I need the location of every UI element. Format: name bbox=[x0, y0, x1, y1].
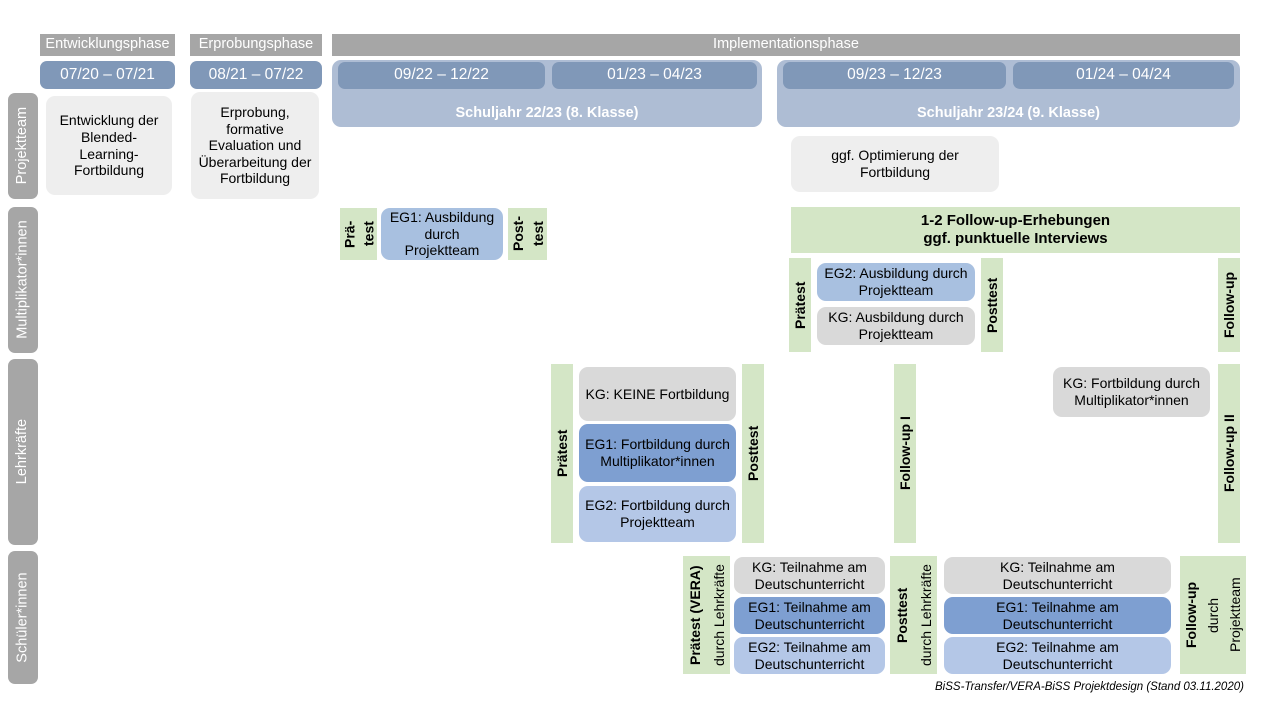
period-chip-3: 09/22 – 12/22 bbox=[338, 62, 545, 89]
card-text: EG2: Fortbildung durch Projektteam bbox=[585, 497, 730, 530]
band-followup-2-lehrkraefte: Follow-up II bbox=[1218, 364, 1240, 543]
card-text: EG2: Teilnahme am Deutschunterricht bbox=[996, 638, 1119, 672]
card-kg-teilnahme-deutschunterricht-1: KG: Teilnahme am Deutschunterricht bbox=[734, 557, 885, 594]
card-eg1-fortbildung-multiplikatoren: EG1: Fortbildung durch Multiplikator*inn… bbox=[579, 424, 736, 482]
period-label: 01/23 – 04/23 bbox=[607, 66, 702, 84]
school-year-group-2223: 09/22 – 12/22 01/23 – 04/23 Schuljahr 22… bbox=[332, 60, 762, 127]
phase-bar-erprobungsphase: Erprobungsphase bbox=[190, 34, 322, 56]
band-posttest-schueler: Posttest durch Lehrkräfte bbox=[890, 556, 937, 674]
band-label-line2: test bbox=[529, 221, 546, 247]
phase-label: Erprobungsphase bbox=[198, 36, 314, 53]
card-kg-fortbildung-multiplikatoren: KG: Fortbildung durch Multiplikator*inne… bbox=[1053, 367, 1210, 417]
sidebar-role-label: Lehrkräfte bbox=[14, 419, 31, 485]
sidebar-role-multiplikatorinnen: Multiplikator*innen bbox=[8, 207, 38, 353]
phase-bar-implementationsphase: Implementationsphase bbox=[332, 34, 1240, 56]
card-text: EG1: Ausbildung durch Projektteam bbox=[389, 209, 495, 259]
sidebar-role-schuelerinnen: Schüler*innen bbox=[8, 551, 38, 684]
period-chip-2: 08/21 – 07/22 bbox=[190, 61, 322, 89]
card-eg1-teilnahme-deutschunterricht-1: EG1: Teilnahme am Deutschunterricht bbox=[734, 597, 885, 634]
band-label-sub2: Projektteam bbox=[1227, 577, 1243, 653]
card-eg1-ausbildung-projektteam: EG1: Ausbildung durch Projektteam bbox=[381, 208, 503, 260]
band-label-main: Follow-up bbox=[1183, 581, 1199, 649]
card-text: EG1: Teilnahme am Deutschunterricht bbox=[748, 598, 871, 632]
card-eg2-teilnahme-deutschunterricht-2: EG2: Teilnahme am Deutschunterricht bbox=[944, 637, 1171, 674]
period-chip-4: 01/23 – 04/23 bbox=[552, 62, 757, 89]
sidebar-role-lehrkraefte: Lehrkräfte bbox=[8, 359, 38, 545]
card-erprobung-evaluation: Erprobung, formative Evaluation und Über… bbox=[191, 92, 319, 199]
band-label-line2: test bbox=[359, 221, 376, 247]
card-ggf-optimierung: ggf. Optimierung der Fortbildung bbox=[791, 136, 999, 192]
card-eg1-teilnahme-deutschunterricht-2: EG1: Teilnahme am Deutschunterricht bbox=[944, 597, 1171, 634]
period-label: 07/20 – 07/21 bbox=[60, 65, 155, 83]
card-text: KG: Ausbildung durch Projektteam bbox=[828, 309, 964, 342]
period-chip-5: 09/23 – 12/23 bbox=[783, 62, 1006, 89]
card-text: KG: Teilnahme am Deutschunterricht bbox=[752, 558, 867, 592]
school-year-label: Schuljahr 22/23 (8. Klasse) bbox=[455, 105, 639, 121]
school-year-label: Schuljahr 23/24 (9. Klasse) bbox=[917, 105, 1100, 121]
card-text: Erprobung, formative Evaluation und Über… bbox=[198, 104, 312, 187]
card-text: KG: Teilnahme am Deutschunterricht bbox=[1000, 558, 1115, 592]
card-eg2-ausbildung-projektteam: EG2: Ausbildung durch Projektteam bbox=[817, 263, 975, 301]
card-text: ggf. Optimierung der Fortbildung bbox=[831, 147, 959, 180]
period-label: 09/23 – 12/23 bbox=[847, 66, 942, 84]
sidebar-role-label: Multiplikator*innen bbox=[14, 220, 31, 340]
band-followup-multiplikator: Follow-up bbox=[1218, 258, 1240, 352]
card-text: EG2: Teilnahme am Deutschunterricht bbox=[748, 638, 871, 672]
phase-bar-entwicklungsphase: Entwicklungsphase bbox=[40, 34, 175, 56]
card-eg2-teilnahme-deutschunterricht-1: EG2: Teilnahme am Deutschunterricht bbox=[734, 637, 885, 674]
period-label: 08/21 – 07/22 bbox=[208, 65, 304, 83]
band-label-line1: Post- bbox=[509, 216, 526, 252]
band-praetest-multiplikator-left: Prä- test bbox=[340, 208, 377, 260]
banner-line1: 1-2 Follow-up-Erhebungen bbox=[920, 212, 1111, 230]
phase-label: Entwicklungsphase bbox=[45, 36, 170, 53]
banner-line2: ggf. punktuelle Interviews bbox=[923, 230, 1108, 247]
period-label: 01/24 – 04/24 bbox=[1076, 66, 1171, 84]
card-text: KG: Fortbildung durch Multiplikator*inne… bbox=[1063, 375, 1200, 408]
sidebar-role-label: Projektteam bbox=[14, 107, 31, 185]
sidebar-role-projektteam: Projektteam bbox=[8, 93, 38, 199]
sidebar-role-label: Schüler*innen bbox=[14, 572, 31, 663]
band-posttest-lehrkraefte: Posttest bbox=[742, 364, 764, 543]
band-label-line1: Prä- bbox=[341, 220, 358, 248]
card-text: EG1: Fortbildung durch Multiplikator*inn… bbox=[585, 436, 730, 469]
band-label-sub: durch Lehrkräfte bbox=[917, 564, 934, 666]
card-text: KG: KEINE Fortbildung bbox=[585, 385, 730, 402]
card-kg-keine-fortbildung: KG: KEINE Fortbildung bbox=[579, 367, 736, 421]
band-label-sub: durch Lehrkräfte bbox=[710, 564, 727, 666]
card-kg-teilnahme-deutschunterricht-2: KG: Teilnahme am Deutschunterricht bbox=[944, 557, 1171, 594]
period-chip-6: 01/24 – 04/24 bbox=[1013, 62, 1234, 89]
band-praetest-vera-schueler: Prätest (VERA) durch Lehrkräfte bbox=[683, 556, 730, 674]
footer-credit: BiSS-Transfer/VERA-BiSS Projektdesign (S… bbox=[935, 681, 1244, 693]
card-kg-ausbildung-projektteam: KG: Ausbildung durch Projektteam bbox=[817, 307, 975, 345]
band-posttest-multiplikator: Posttest bbox=[981, 258, 1003, 352]
band-praetest-multiplikator: Prätest bbox=[789, 258, 811, 352]
school-year-group-2324: 09/23 – 12/23 01/24 – 04/24 Schuljahr 23… bbox=[777, 60, 1240, 127]
phase-label: Implementationsphase bbox=[713, 36, 859, 53]
card-text: EG2: Ausbildung durch Projektteam bbox=[824, 265, 968, 298]
period-chip-1: 07/20 – 07/21 bbox=[40, 61, 175, 89]
card-text: EG1: Teilnahme am Deutschunterricht bbox=[996, 598, 1119, 632]
period-label: 09/22 – 12/22 bbox=[394, 66, 489, 84]
banner-followup-erhebungen: 1-2 Follow-up-Erhebungen ggf. punktuelle… bbox=[791, 207, 1240, 253]
band-label-main: Prätest (VERA) bbox=[686, 565, 703, 665]
card-text: Entwicklung der Blended-Learning-Fortbil… bbox=[59, 112, 159, 179]
band-label-main: Posttest bbox=[893, 587, 910, 643]
band-label-sub1: durch bbox=[1205, 597, 1221, 633]
band-followup-1-lehrkraefte: Follow-up I bbox=[894, 364, 916, 543]
card-eg2-fortbildung-projektteam: EG2: Fortbildung durch Projektteam bbox=[579, 486, 736, 542]
band-praetest-lehrkraefte: Prätest bbox=[551, 364, 573, 543]
band-posttest-multiplikator-left: Post- test bbox=[508, 208, 547, 260]
band-followup-schueler: Follow-up durch Projektteam bbox=[1180, 556, 1246, 674]
card-entwicklung-fortbildung: Entwicklung der Blended-Learning-Fortbil… bbox=[46, 96, 172, 195]
